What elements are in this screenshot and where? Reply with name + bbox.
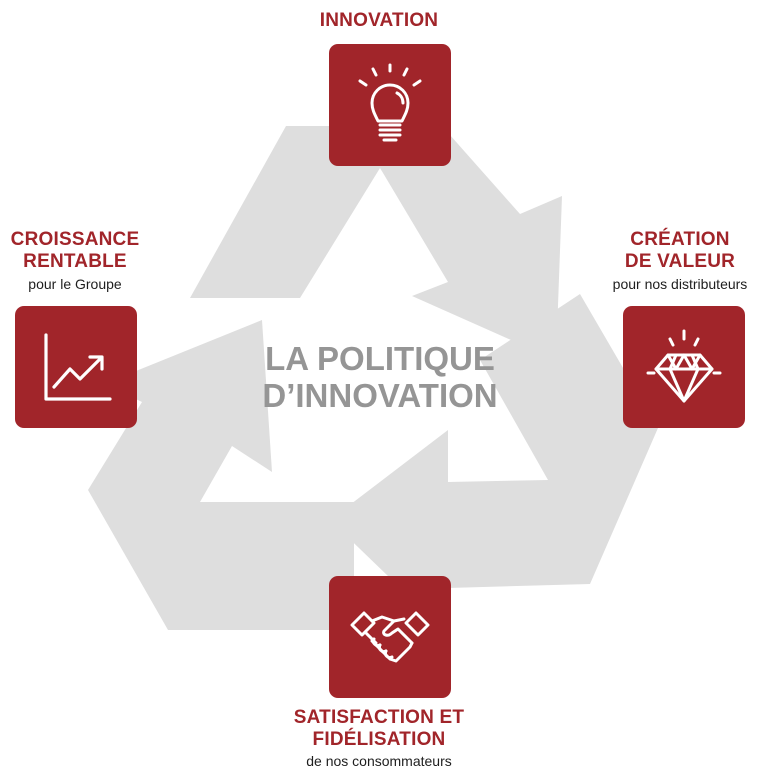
croissance-title-line2: RENTABLE <box>23 251 127 272</box>
satisfaction-subtitle: de nos consommateurs <box>306 753 452 769</box>
center-title: LA POLITIQUE D’INNOVATION <box>230 340 530 414</box>
lightbulb-icon <box>358 63 422 142</box>
croissance-title: CROISSANCE RENTABLE <box>0 229 150 273</box>
creation-tile <box>623 306 745 428</box>
cycle-arrow-top <box>190 126 562 360</box>
creation-subtitle: pour nos distributeurs <box>612 276 748 292</box>
satisfaction-title: SATISFACTION ET FIDÉLISATION <box>254 707 504 751</box>
innovation-title: INNOVATION <box>319 10 439 31</box>
cycle-arrow-left <box>88 320 354 630</box>
creation-title: CRÉATION DE VALEUR <box>580 229 759 273</box>
center-title-line2: D’INNOVATION <box>262 377 498 414</box>
creation-title-line1: CRÉATION <box>630 229 730 250</box>
creation-title-line2: DE VALEUR <box>624 251 736 272</box>
center-title-line1: LA POLITIQUE <box>265 340 495 377</box>
growth-chart-icon <box>44 333 112 401</box>
croissance-title-line1: CROISSANCE <box>10 229 140 250</box>
satisfaction-title-line2: FIDÉLISATION <box>312 729 446 750</box>
satisfaction-tile <box>329 576 451 698</box>
satisfaction-title-line1: SATISFACTION ET <box>293 707 465 728</box>
diamond-icon <box>646 329 722 403</box>
handshake-icon <box>350 611 430 663</box>
croissance-tile <box>15 306 137 428</box>
cycle-arrow-right <box>330 294 658 634</box>
innovation-tile <box>329 44 451 166</box>
croissance-subtitle: pour le Groupe <box>28 276 122 292</box>
